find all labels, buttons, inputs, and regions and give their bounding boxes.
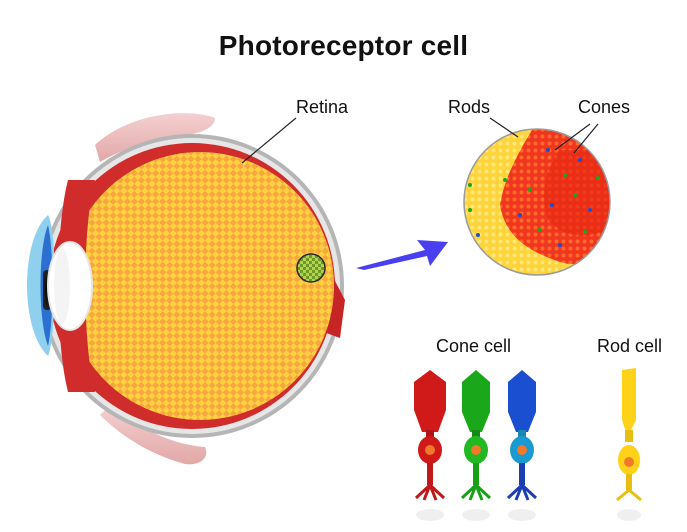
- cone-cell-red: [414, 370, 446, 501]
- rods-leader-line: [489, 117, 519, 138]
- cones-leader-line-2: [573, 123, 599, 154]
- cone-dots: [468, 148, 600, 247]
- retina-label: Retina: [296, 97, 349, 117]
- cone-cell-blue: [506, 370, 538, 501]
- diagram-title: Photoreceptor cell: [218, 30, 469, 61]
- eye-cross-section: [27, 113, 345, 465]
- cell-reflections: [416, 509, 641, 521]
- cone-cells: [414, 370, 538, 501]
- magnified-retina-outline: [463, 128, 611, 276]
- cones-label: Cones: [578, 97, 631, 117]
- retina-leader-line: [241, 117, 297, 164]
- cones-leader-line-1: [554, 123, 591, 151]
- rod-cell-yellow: [616, 368, 642, 502]
- rod-cell-label: Rod cell: [597, 336, 663, 356]
- retina-sample-spot: [296, 253, 326, 283]
- cone-cell-label: Cone cell: [436, 336, 512, 356]
- magnified-retina: [463, 117, 611, 276]
- retina: [66, 152, 334, 420]
- magnify-arrow: [356, 240, 448, 270]
- cone-cell-green: [460, 370, 492, 501]
- rods-label: Rods: [448, 97, 491, 117]
